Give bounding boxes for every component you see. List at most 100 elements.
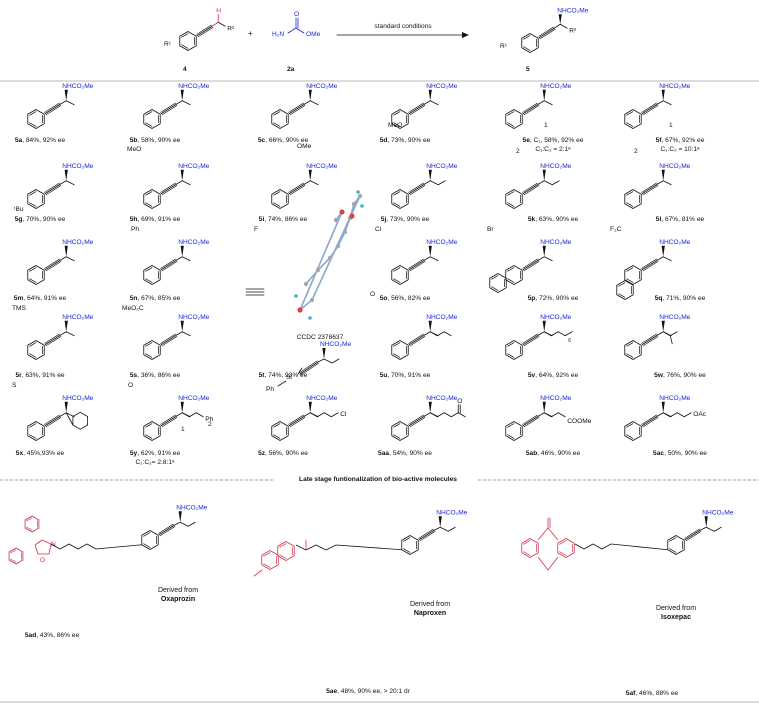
ring-double-bond — [626, 423, 634, 428]
triple-bond — [642, 105, 659, 116]
stereo-wedge — [180, 320, 184, 332]
bond — [175, 100, 183, 105]
ring-double-bond — [393, 278, 401, 283]
bond — [175, 412, 183, 417]
chain-length-subscript: 6 — [568, 338, 571, 344]
triple-bond — [641, 415, 658, 427]
methoxy-label: OMe — [306, 31, 321, 38]
triple-bond — [44, 183, 61, 195]
triple-bond — [158, 524, 175, 536]
compound-yield: , 48%, 90% ee, > 20:1 dr — [337, 688, 410, 695]
triple-bond — [523, 105, 540, 116]
phenyl-substituent: Ph — [131, 226, 139, 233]
bond — [303, 180, 311, 185]
r2-label: R² — [227, 25, 235, 32]
triple-bond — [409, 261, 426, 272]
benzene-ring — [505, 421, 523, 441]
ester-linker — [50, 543, 142, 550]
carbamate-label: NHCO₂Me — [306, 163, 337, 170]
stereo-wedge — [322, 348, 326, 359]
compound-label-5b: 5b, 58%, 90% ee — [130, 137, 181, 145]
crystal-atom — [335, 243, 341, 249]
triple-bond — [538, 27, 555, 39]
ring-double-bond — [507, 423, 515, 428]
triple-bond — [409, 105, 426, 116]
ring-double-bond — [273, 202, 281, 207]
triple-bond — [408, 259, 425, 271]
bond — [662, 412, 671, 418]
compound-yield: , 72%, 90% ee — [535, 295, 579, 302]
compound-yield: , 73%, 90% ee — [386, 216, 430, 223]
compound-id: 5d — [379, 137, 388, 144]
benzene-ring — [505, 340, 523, 360]
compound-yield: , 74%, 93% ee — [264, 372, 308, 379]
compound-id: 5c — [257, 137, 266, 144]
triple-bond — [288, 414, 304, 425]
bond — [211, 21, 219, 27]
carbamate-label: NHCO₂Me — [62, 314, 93, 321]
bond — [59, 256, 67, 261]
benzene-ring — [521, 33, 539, 53]
ring-double-bond — [626, 191, 634, 196]
crystal-hydrogen — [356, 190, 360, 194]
benzene-ring — [624, 109, 642, 129]
triple-bond — [44, 334, 61, 346]
benzene-ring — [271, 189, 289, 209]
stereo-wedge — [542, 169, 546, 181]
benzene-ring — [271, 421, 289, 441]
benzene-ring — [27, 265, 45, 285]
stereo-wedge — [428, 245, 432, 257]
compound-label-5z: 5z, 56%, 90% ee — [258, 450, 308, 458]
ring-double-bond — [626, 434, 634, 439]
bond — [662, 180, 672, 186]
benzene-ring — [624, 265, 642, 285]
bond — [175, 331, 183, 336]
bond — [423, 100, 431, 105]
compound-id: 5o — [379, 295, 388, 302]
ring-double-bond — [273, 191, 281, 196]
ring-double-bond — [29, 122, 37, 127]
triple-bond — [44, 414, 60, 425]
triple-bond — [641, 414, 657, 425]
fused-naphthalene-ring — [489, 273, 507, 293]
compound-yield: , C₁, 58%, 92% ee — [529, 137, 584, 144]
fluoro-substituent: F — [254, 226, 258, 233]
compound-yield: , 67%, 81% ee — [661, 216, 705, 223]
bond — [656, 180, 664, 185]
triple-bond — [641, 259, 658, 271]
ring-double-bond — [523, 540, 531, 545]
bond — [217, 21, 226, 27]
bond — [669, 331, 678, 337]
triple-bond — [684, 529, 701, 541]
ring-double-bond — [507, 342, 515, 347]
carbamate-label: NHCO₂Me — [540, 314, 571, 321]
bond — [705, 526, 715, 532]
triple-bond — [641, 258, 657, 269]
bond — [316, 412, 325, 418]
bond — [662, 331, 671, 337]
triple-bond — [409, 336, 426, 347]
triple-bond — [289, 417, 306, 428]
benzene-ring — [141, 530, 159, 550]
ring-double-bond — [145, 278, 153, 283]
phenyl-substituent: Ph — [266, 386, 274, 393]
bond — [287, 27, 297, 34]
locant-2: 2 — [634, 148, 638, 155]
ring-double-bond — [143, 543, 151, 548]
bond — [676, 412, 685, 418]
dibenzoxepin-ring — [521, 538, 539, 558]
bond — [457, 412, 466, 418]
bond — [662, 256, 672, 262]
r1-label: R¹ — [164, 41, 172, 48]
ring-double-bond — [507, 267, 515, 272]
derived-from-label: Derived from — [157, 587, 199, 594]
crystal-atom — [303, 281, 309, 287]
bond — [181, 256, 191, 262]
bond — [429, 412, 438, 418]
carbamate-label: NHCO₂Me — [306, 395, 337, 402]
stereo-wedge — [558, 14, 562, 25]
triple-bond — [44, 103, 61, 115]
bond — [188, 412, 197, 418]
triple-bond — [523, 185, 540, 196]
bond — [423, 331, 431, 336]
